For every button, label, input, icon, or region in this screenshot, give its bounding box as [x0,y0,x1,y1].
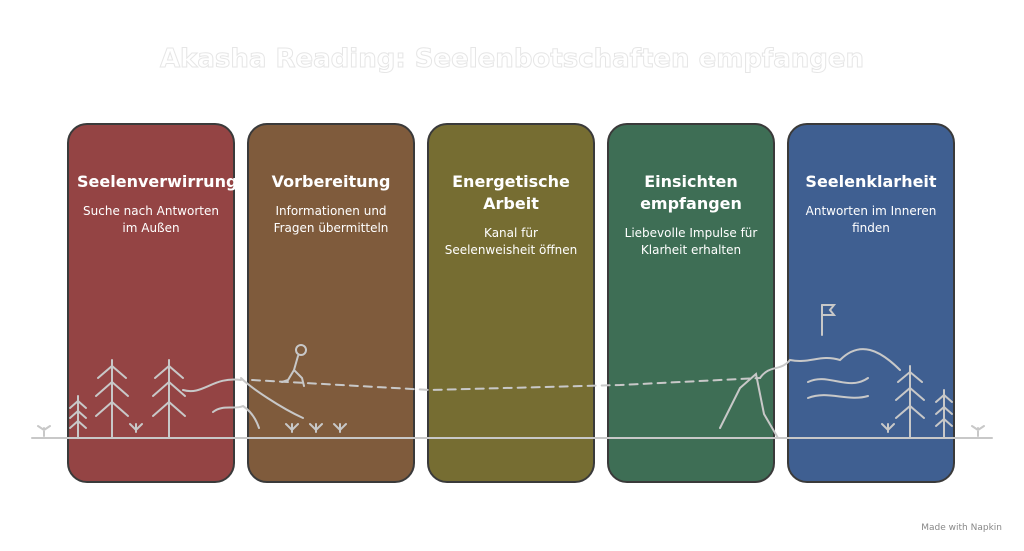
stage-text: Antworten im Inneren finden [805,204,937,235]
hiker-icon [281,344,307,387]
tree-icon [152,359,186,439]
stage-title: Einsichten empfangen [640,172,742,213]
mountain-slope [240,377,304,419]
flag-icon [821,304,837,336]
stage-title: Seelenverwirrung [77,172,238,191]
tree-icon [95,359,129,439]
tree-icon [895,365,925,439]
tree-icon [69,395,87,439]
page-title: Akasha Reading: Seelenbotschaften empfan… [159,44,865,75]
grass-icons [37,423,985,437]
stage-title: Energetische Arbeit [452,172,570,213]
dashed-path [251,377,761,392]
stage-text: Liebevolle Impulse für Klarheit erhalten [624,226,758,257]
hill-line [212,404,260,429]
tree-icon [935,389,953,439]
stage-text: Informationen und Fragen übermitteln [273,204,389,235]
stage-title: Vorbereitung [271,172,391,191]
hill-line [182,378,242,393]
stage-text: Suche nach Antworten im Außen [83,204,219,235]
hill-line [807,377,869,399]
stage-title: Seelenklarheit [805,172,937,191]
mountain-peak [719,348,901,439]
napkin-credit: Made with Napkin [921,523,1002,533]
stage-text: Kanal für Seelenweisheit öffnen [444,226,578,257]
